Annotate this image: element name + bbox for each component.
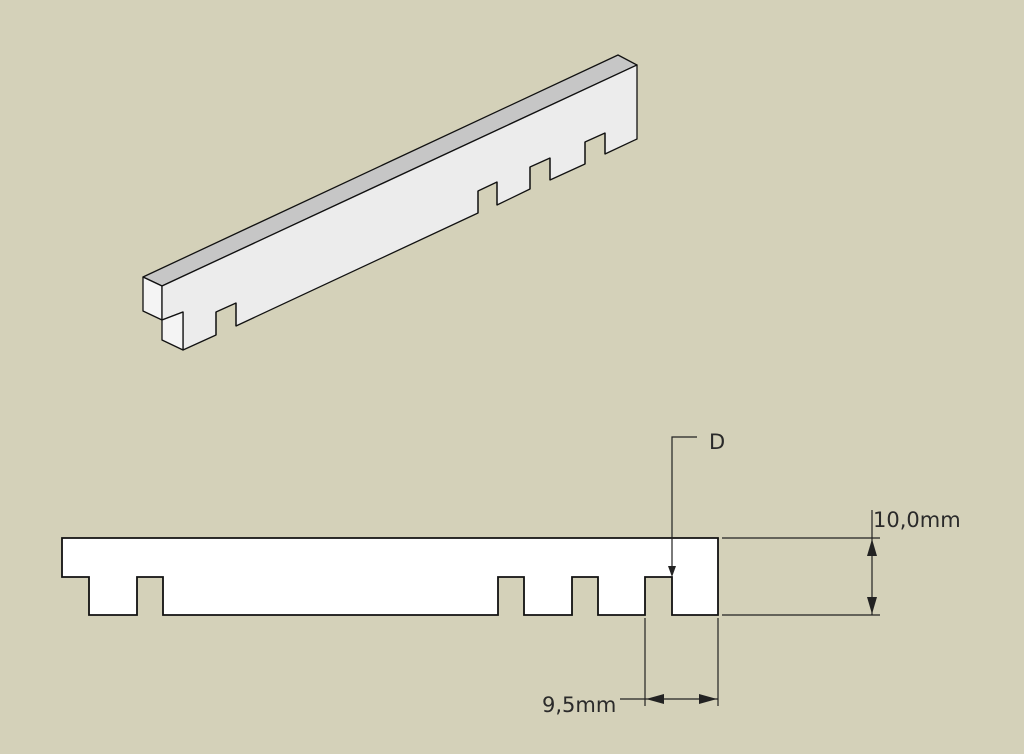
width-dimension-label: 9,5mm xyxy=(542,693,616,717)
detail-label: D xyxy=(709,430,725,454)
height-dimension-label: 10,0mm xyxy=(873,508,961,532)
width-dimension xyxy=(620,618,719,706)
height-dimension xyxy=(722,510,880,616)
notch-wall xyxy=(161,311,184,351)
part-front-face xyxy=(161,64,638,351)
detail-marker xyxy=(668,436,697,577)
isometric-view xyxy=(142,54,638,351)
front-view xyxy=(61,537,719,616)
part-profile xyxy=(61,537,719,616)
